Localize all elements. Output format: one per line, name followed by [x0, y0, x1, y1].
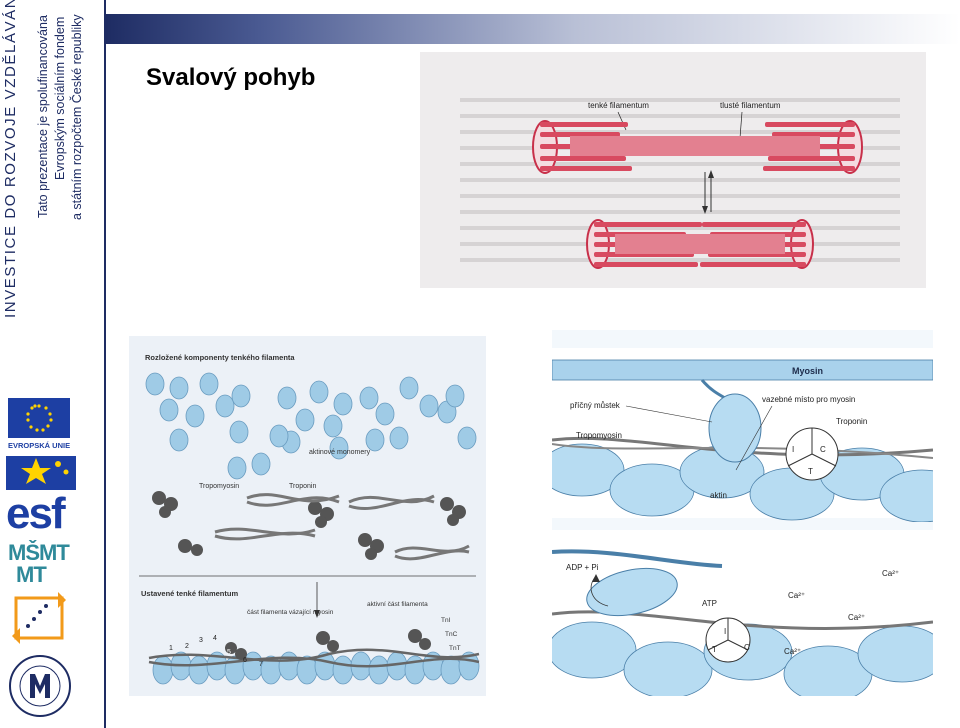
label-ca-3: Ca²⁺ — [848, 613, 865, 622]
label-i-bottom: I — [724, 627, 726, 636]
muni-logo — [8, 654, 72, 718]
state-budget-text: a státním rozpočtem České republiky — [70, 14, 84, 220]
eu-logo: EVROPSKÁ UNIE — [8, 398, 70, 450]
num-7: 7 — [259, 661, 263, 668]
eu-label: EVROPSKÁ UNIE — [8, 441, 70, 450]
cofinanced-text: Tato prezentace je spolufinancována — [36, 15, 50, 218]
label-tropomyosin-right: Tropomyosin — [576, 431, 622, 440]
esf-star-icon: esf — [6, 456, 76, 538]
label-troponin-right: Troponin — [836, 417, 867, 426]
sarcomere-figure: tenké filamentum tlusté filamentum — [420, 52, 926, 288]
label-atp: ATP — [702, 599, 717, 608]
crossbridge-figure: Myosin I C T příčný můstek vazebné místo… — [552, 330, 933, 696]
num-3: 3 — [199, 637, 203, 644]
label-adp-pi: ADP + Pi — [566, 563, 599, 572]
label-ca-4: Ca²⁺ — [784, 647, 801, 656]
svg-text:MT: MT — [16, 562, 47, 584]
heading-assembled: Ustavené tenké filamentum — [141, 589, 238, 598]
label-i-top: I — [792, 445, 794, 454]
esf-fund-text: Evropským sociálním fondem — [53, 16, 67, 180]
label-c-top: C — [820, 445, 826, 454]
num-2: 2 — [185, 643, 189, 650]
label-thick-filament: tlusté filamentum — [720, 101, 781, 110]
num-4: 4 — [213, 635, 217, 642]
sidebar: INVESTICE DO ROZVOJE VZDĚLÁVÁNÍ Tato pre… — [0, 0, 106, 728]
label-ca-2: Ca²⁺ — [788, 591, 805, 600]
msmt-logo: MŠMT MT — [8, 540, 74, 587]
label-aktin: aktin — [710, 491, 727, 500]
thin-filament-figure: Rozložené komponenty tenkého filamenta a… — [129, 336, 486, 696]
label-tnt: TnT — [449, 645, 461, 652]
label-tnc: TnC — [445, 631, 458, 638]
eu-flag-icon: EVROPSKÁ UNIE — [8, 398, 70, 450]
label-crossbridge: příčný můstek — [570, 401, 621, 410]
op-logo — [10, 592, 68, 644]
op-arrows-icon — [12, 592, 66, 644]
label-troponin: Troponin — [289, 483, 316, 490]
label-t-top: T — [808, 467, 813, 476]
label-actin-monomers: aktinové monomery — [309, 449, 371, 456]
label-ca-1: Ca²⁺ — [882, 569, 899, 578]
investice-text: INVESTICE DO ROZVOJE VZDĚLÁVÁNÍ — [2, 0, 19, 318]
msmt-icon: MŠMT MT — [8, 540, 71, 587]
label-myosin: Myosin — [792, 366, 823, 376]
label-myosin-binding: část filamenta vázající myosin — [247, 609, 334, 616]
label-thin-filament: tenké filamentum — [588, 101, 649, 110]
muni-seal-icon — [9, 655, 71, 717]
header-gradient-bar — [106, 14, 960, 44]
label-t-bottom: T — [712, 645, 717, 654]
label-tni: TnI — [441, 617, 451, 624]
esf-text: esf — [6, 489, 66, 532]
msmt-text: MŠMT — [8, 540, 70, 565]
heading-components: Rozložené komponenty tenkého filamenta — [145, 353, 295, 362]
num-6: 6 — [243, 657, 247, 664]
label-c-bottom: C — [744, 643, 750, 652]
esf-logo: esf — [6, 456, 92, 538]
num-5: 5 — [227, 649, 231, 656]
label-tropomyosin: Tropomyosin — [199, 483, 239, 490]
label-active-part: aktivní část filamenta — [367, 601, 428, 608]
label-binding-site: vazebné místo pro myosin — [762, 395, 855, 404]
num-1: 1 — [169, 645, 173, 652]
slide-title: Svalový pohyb — [146, 64, 316, 91]
